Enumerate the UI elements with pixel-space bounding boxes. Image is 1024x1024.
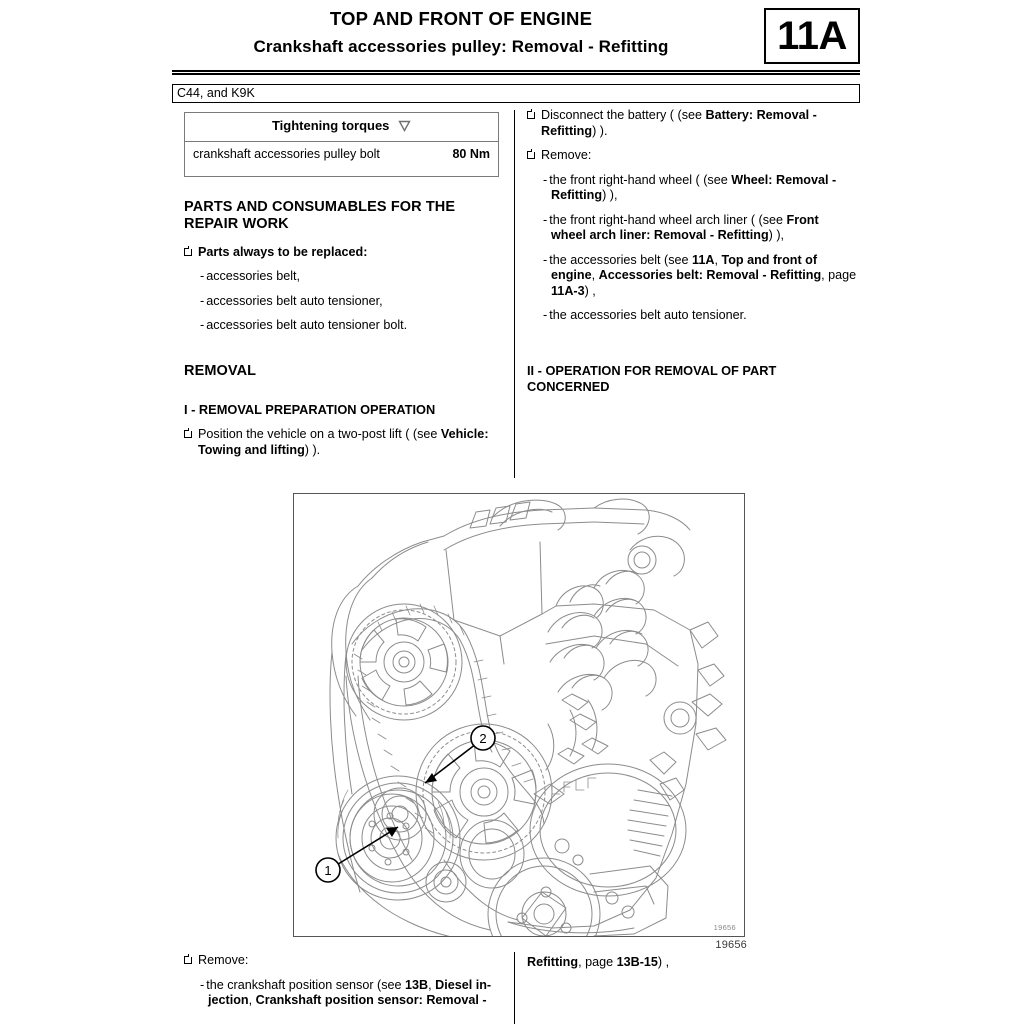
square-bullet-icon — [527, 149, 537, 159]
svg-text:1: 1 — [324, 863, 331, 878]
manual-page: TOP AND FRONT OF ENGINE Crankshaft acces… — [172, 0, 860, 1024]
list-item: Remove: — [527, 148, 857, 164]
torque-table-header: Tightening torques — [185, 113, 498, 142]
disconnect-battery-step: Disconnect the battery ( (see Battery: R… — [541, 108, 817, 138]
removal-preparation-heading: I - REMOVAL PREPARATION OPERATION — [184, 402, 436, 417]
list-item: -accessories belt auto tensioner bolt. — [200, 318, 502, 334]
list-item: -the accessories belt auto tensioner. — [543, 308, 857, 324]
removal-step-position-vehicle: Position the vehicle on a two-post lift … — [198, 427, 489, 457]
remove-item-crank-position-sensor: the crankshaft position sensor (see 13B,… — [206, 977, 492, 1008]
inverted-triangle-icon — [398, 120, 411, 135]
part-item-label: accessories belt auto tensioner, — [206, 293, 383, 308]
refitting-page-reference: Refitting, page 13B-15) , — [527, 955, 670, 969]
torque-item-name: crankshaft accessories pulley bolt — [193, 147, 380, 161]
svg-text:2: 2 — [479, 731, 486, 746]
dash-icon: - — [200, 293, 205, 308]
figure-reference-inner: 19656 — [713, 923, 736, 932]
section-badge-label: 11A — [777, 14, 847, 58]
list-item: -the front right-hand wheel ( (see Wheel… — [543, 173, 857, 204]
tightening-torques-table: Tightening torques crankshaft accessorie… — [184, 112, 499, 177]
dash-icon: - — [543, 212, 548, 227]
list-item: -the accessories belt (see 11A, Top and … — [543, 253, 857, 300]
page-header: TOP AND FRONT OF ENGINE Crankshaft acces… — [172, 0, 860, 75]
square-bullet-icon — [184, 428, 194, 438]
dash-icon: - — [543, 252, 548, 267]
engine-figure: 1 2 19656 19656 — [293, 493, 747, 951]
bottom-remove-label: Remove: — [198, 953, 249, 967]
spacer — [184, 391, 502, 402]
vehicle-applicability-box: C44, and K9K — [172, 84, 860, 103]
figure-reference-outer: 19656 — [715, 939, 747, 951]
table-row: crankshaft accessories pulley bolt 80 Nm — [185, 142, 498, 176]
figure-callouts: 1 2 — [315, 725, 496, 883]
spacer — [527, 333, 857, 363]
column-divider-top — [514, 110, 515, 478]
right-column: Disconnect the battery ( (see Battery: R… — [527, 108, 857, 404]
list-item: -the front right-hand wheel arch liner (… — [543, 213, 857, 244]
list-item: Remove: — [184, 953, 502, 969]
bottom-right-column: Refitting, page 13B-15) , — [527, 955, 857, 971]
operation-removal-heading: II - OPERATION FOR REMOVAL OF PART CONCE… — [527, 362, 777, 394]
spacer — [184, 343, 502, 363]
list-item: -accessories belt auto tensioner, — [200, 294, 502, 310]
page-subtitle: Crankshaft accessories pulley: Removal -… — [253, 37, 669, 56]
square-bullet-icon — [527, 109, 537, 119]
removal-heading: REMOVAL — [184, 362, 257, 379]
vehicle-applicability-label: C44, and K9K — [177, 86, 255, 100]
square-bullet-icon — [184, 954, 194, 964]
dash-icon: - — [200, 269, 205, 283]
torque-item-value: 80 Nm — [452, 147, 490, 161]
torque-table-header-label: Tightening torques — [271, 118, 390, 133]
page-title: TOP AND FRONT OF ENGINE — [329, 8, 593, 29]
section-badge: 11A — [764, 8, 860, 64]
list-item: Position the vehicle on a two-post lift … — [184, 427, 502, 458]
remove-item-wheel: the front right-hand wheel ( (see Wheel:… — [549, 172, 837, 203]
dash-icon: - — [200, 977, 205, 992]
list-item: -accessories belt, — [200, 269, 502, 285]
left-column: Tightening torques crankshaft accessorie… — [184, 112, 502, 467]
bottom-left-column: Remove: -the crankshaft position sensor … — [184, 953, 502, 1018]
remove-item-auto-tensioner: the accessories belt auto tensioner. — [549, 308, 747, 322]
part-item-label: accessories belt, — [206, 269, 300, 283]
dash-icon: - — [543, 308, 548, 322]
remove-item-accessories-belt: the accessories belt (see 11A, Top and f… — [549, 252, 857, 298]
dash-icon: - — [543, 172, 548, 187]
dash-icon: - — [200, 318, 205, 332]
part-item-label: accessories belt auto tensioner bolt. — [206, 318, 408, 332]
list-item: -the crankshaft position sensor (see 13B… — [200, 978, 502, 1009]
parts-replaced-label: Parts always to be replaced: — [198, 244, 368, 259]
square-bullet-icon — [184, 245, 194, 256]
parts-consumables-heading: PARTS AND CONSUMABLES FOR THE REPAIR WOR… — [184, 198, 456, 233]
header-divider-rule — [172, 70, 860, 75]
engine-line-drawing: 1 2 — [315, 498, 727, 936]
column-divider-bottom — [514, 952, 515, 1024]
figure-frame: 1 2 19656 — [293, 493, 745, 937]
list-item: Disconnect the battery ( (see Battery: R… — [527, 108, 857, 139]
list-item: Parts always to be replaced: — [184, 245, 502, 261]
remove-label: Remove: — [541, 148, 592, 162]
header-titles: TOP AND FRONT OF ENGINE Crankshaft acces… — [172, 6, 750, 60]
remove-item-wheel-arch-liner: the front right-hand wheel arch liner ( … — [549, 212, 819, 243]
